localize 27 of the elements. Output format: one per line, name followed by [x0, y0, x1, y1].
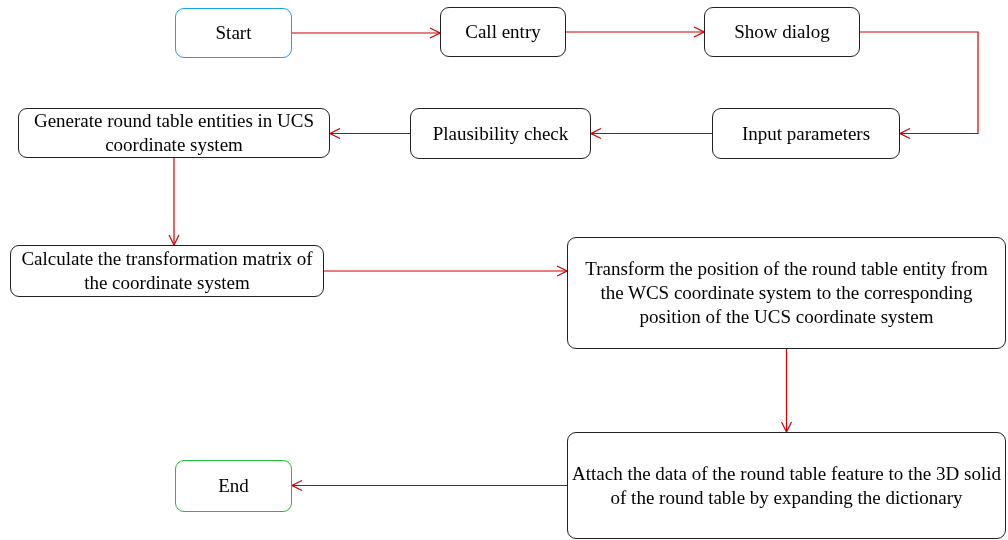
arrow [291, 27, 441, 39]
arrow [168, 157, 180, 246]
process-box [567, 237, 1006, 349]
process-box [567, 432, 1006, 539]
process-box [440, 7, 566, 57]
arrow [291, 479, 568, 492]
step-label: Start [215, 21, 252, 45]
terminal-box [175, 460, 292, 512]
process-box [712, 108, 900, 159]
step-label: Transform the position of the round table entity from the WCS coordinate system to the corresponding position of the UCS coordinate system [584, 257, 989, 329]
step-label: Call entry [465, 20, 541, 44]
arrow [329, 127, 411, 140]
arrow [590, 127, 713, 140]
arrow [859, 31, 979, 140]
arrow [565, 26, 705, 38]
process-box [704, 7, 860, 57]
step-label: Input parameters [741, 121, 871, 146]
step-label: Calculate the transformation matrix of the coordinate system [20, 247, 314, 295]
step-label: Plausibility check [432, 121, 569, 146]
step-label: Generate round table entities in UCS coordinate system [32, 109, 316, 157]
step-label: End [218, 474, 249, 498]
terminal-box [175, 8, 292, 58]
step-label: Show dialog [734, 20, 830, 44]
arrow [323, 265, 568, 277]
step-label: Attach the data of the round table feature to the 3D solid of the round table by expanding the dictionary [572, 461, 1001, 510]
arrow [780, 348, 793, 433]
process-box [410, 108, 591, 159]
